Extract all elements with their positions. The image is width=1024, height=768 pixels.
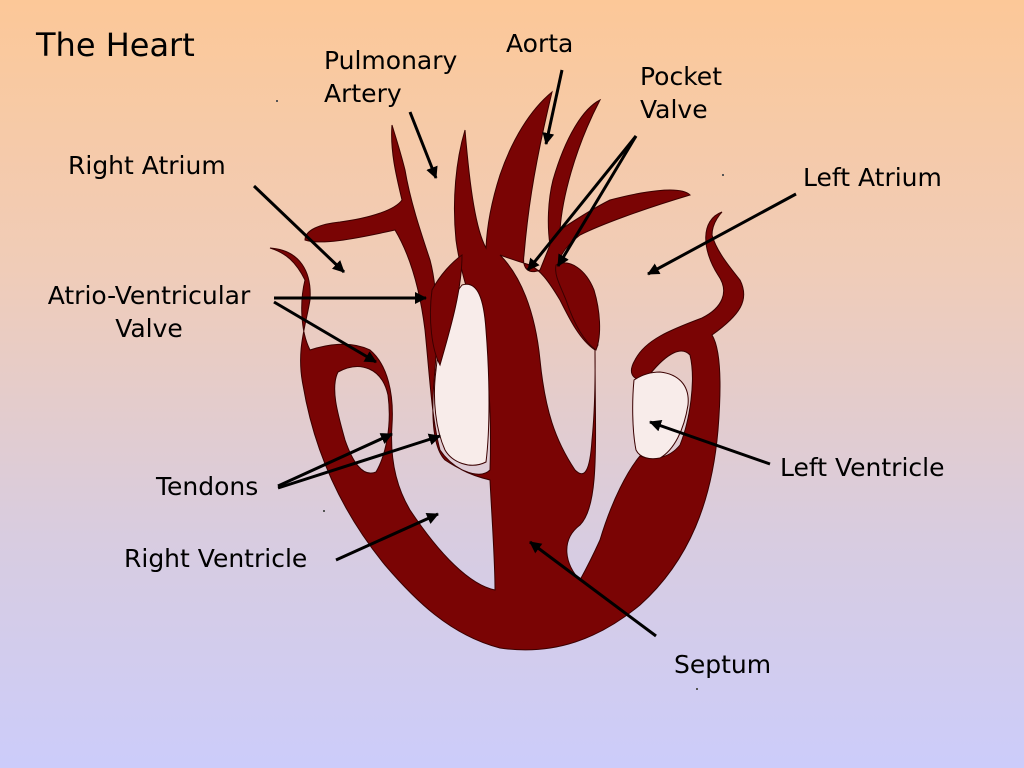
scan-speck — [323, 510, 325, 512]
arrow-pulmonary-artery — [408, 111, 438, 179]
scan-speck — [696, 688, 698, 690]
label-right-ventricle: Right Ventricle — [124, 544, 308, 573]
label-pocket-valve: Pocket Valve — [640, 60, 722, 126]
annotation-arrows — [252, 69, 797, 638]
label-av-valve-line1: Atrio-Ventricular — [47, 281, 251, 310]
heart-wall — [269, 90, 745, 651]
pocket-valve-left — [429, 254, 463, 367]
label-aorta: Aorta — [506, 29, 574, 58]
left-ventricle-chamber — [632, 371, 689, 460]
label-pocket-valve-line1: Pocket — [640, 62, 722, 91]
label-left-atrium: Left Atrium — [803, 163, 942, 192]
label-right-atrium: Right Atrium — [68, 151, 226, 180]
arrow-tendons-2 — [277, 433, 441, 490]
scan-speck — [276, 100, 278, 102]
label-av-valve-line2: Valve — [115, 314, 183, 343]
label-pulmonary-artery-line1: Pulmonary — [324, 46, 458, 75]
label-tendons: Tendons — [156, 472, 259, 501]
label-atrio-ventricular-valve: Atrio-Ventricular Valve — [34, 279, 264, 345]
arrow-tendons-1 — [277, 432, 393, 488]
arrow-left-atrium — [647, 192, 797, 276]
label-pocket-valve-line2: Valve — [640, 95, 708, 124]
page-title: The Heart — [36, 26, 195, 64]
label-pulmonary-artery: Pulmonary Artery — [324, 44, 457, 110]
scan-speck — [722, 174, 724, 176]
label-septum: Septum — [674, 650, 772, 679]
label-pulmonary-artery-line2: Artery — [324, 79, 402, 108]
arrow-av-valve-2 — [273, 300, 377, 364]
pocket-valve-right — [555, 262, 601, 351]
arrow-pocket-valve-2 — [556, 135, 638, 267]
arrow-left-ventricle — [649, 419, 771, 466]
arrow-right-atrium — [252, 184, 346, 274]
arrow-aorta — [542, 69, 564, 145]
arrow-right-ventricle — [335, 512, 439, 562]
arrow-septum — [529, 540, 657, 638]
arrow-pocket-valve-1 — [526, 135, 638, 271]
label-left-ventricle: Left Ventricle — [780, 453, 945, 482]
